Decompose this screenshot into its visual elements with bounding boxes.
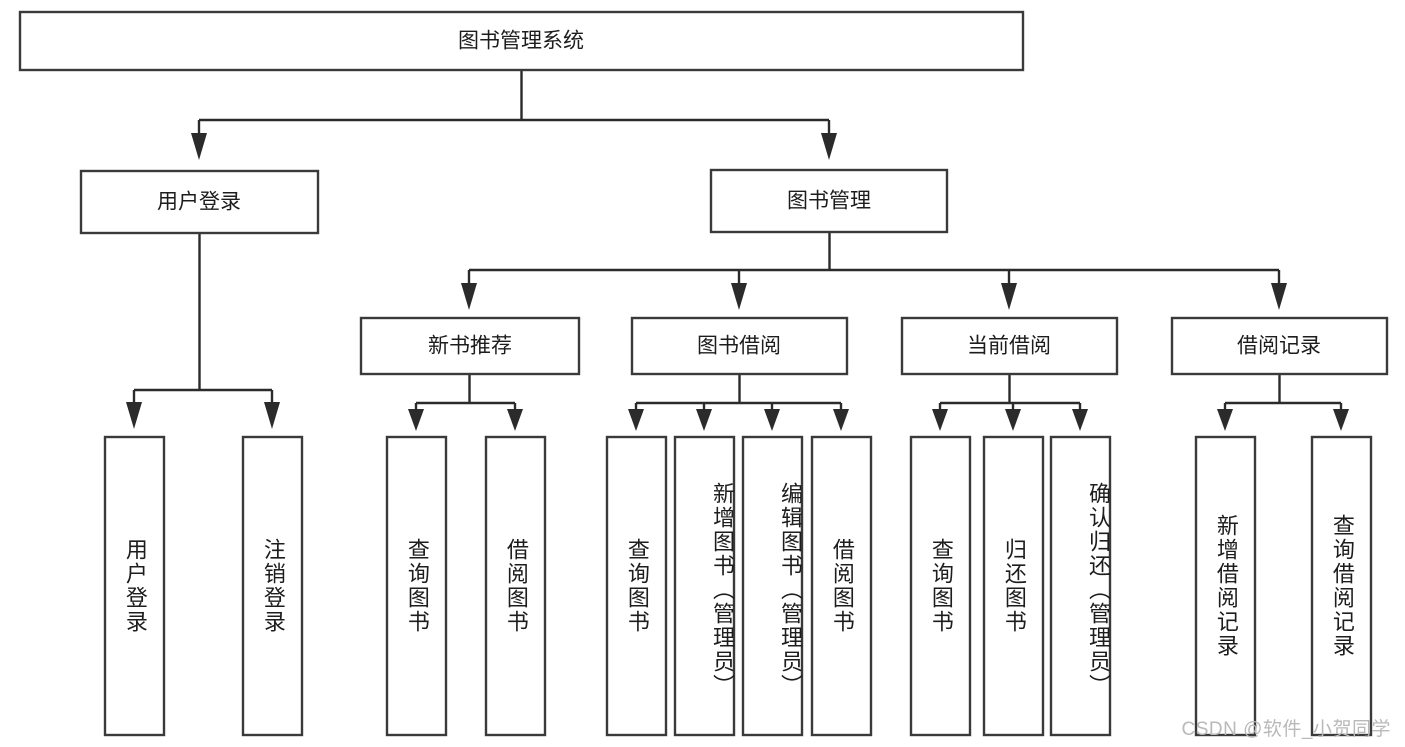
- connector-group-book-manage: [461, 232, 1287, 310]
- arrow-head-book-manage: [821, 133, 837, 160]
- arrow-head-book-borrow: [731, 283, 747, 310]
- node-leaf-borrow-book-2[interactable]: [810, 435, 873, 737]
- arrow-head-leaf-return-book: [1005, 409, 1021, 431]
- node-leaf-edit-book[interactable]: [741, 435, 804, 737]
- label-new-book-rec: 新书推荐: [428, 335, 512, 358]
- arrow-head-leaf-user-logout: [264, 402, 280, 429]
- arrow-head-leaf-query-record: [1333, 409, 1349, 431]
- node-leaf-query-book-3[interactable]: [909, 435, 972, 737]
- connector-group-book-borrow: [628, 374, 849, 431]
- arrow-head-leaf-edit-book: [764, 409, 780, 431]
- node-root[interactable]: [18, 10, 1025, 72]
- node-user-login[interactable]: [79, 169, 320, 235]
- connector-group-current-borrow: [932, 374, 1088, 431]
- arrow-head-leaf-add-record: [1217, 409, 1233, 431]
- connector-group-user-login: [126, 233, 280, 429]
- arrow-head-leaf-query-book-1: [408, 409, 424, 431]
- node-leaf-query-book-2[interactable]: [605, 435, 668, 737]
- label-book-manage: 图书管理: [787, 190, 871, 213]
- arrow-head-leaf-add-book: [696, 409, 712, 431]
- node-book-borrow[interactable]: [630, 316, 849, 376]
- csdn-watermark: CSDN @软件_小贺同学: [1181, 719, 1391, 740]
- label-root: 图书管理系统: [458, 30, 584, 53]
- arrow-head-user-login: [191, 133, 207, 160]
- node-new-book-rec[interactable]: [359, 316, 581, 376]
- label-book-borrow: 图书借阅: [697, 335, 781, 358]
- arrow-head-leaf-user-login: [126, 402, 142, 429]
- node-leaf-borrow-book-1[interactable]: [484, 435, 547, 737]
- arrow-head-current-borrow: [1001, 283, 1017, 310]
- node-leaf-user-logout[interactable]: [241, 435, 304, 737]
- connector-group-borrow-record: [1217, 374, 1349, 431]
- arrow-head-leaf-query-book-2: [628, 409, 644, 431]
- arrow-head-leaf-confirm-return: [1072, 409, 1088, 431]
- label-current-borrow: 当前借阅: [967, 335, 1051, 358]
- arrow-head-new-book-rec: [461, 283, 477, 310]
- node-book-manage[interactable]: [709, 168, 949, 234]
- arrow-head-borrow-record: [1271, 283, 1287, 310]
- node-leaf-user-login[interactable]: [103, 435, 166, 737]
- node-leaf-add-record[interactable]: [1194, 435, 1257, 737]
- node-borrow-record[interactable]: [1170, 316, 1389, 376]
- arrow-head-leaf-borrow-book-1: [507, 409, 523, 431]
- label-user-login: 用户登录: [157, 191, 241, 214]
- node-leaf-add-book[interactable]: [673, 435, 736, 737]
- label-borrow-record: 借阅记录: [1237, 335, 1321, 358]
- arrow-head-leaf-borrow-book-2: [833, 409, 849, 431]
- node-leaf-query-record[interactable]: [1310, 435, 1373, 737]
- connector-group-root: [191, 70, 837, 160]
- node-current-borrow[interactable]: [900, 316, 1119, 376]
- node-leaf-query-book-1[interactable]: [385, 435, 448, 737]
- arrow-head-leaf-query-book-3: [932, 409, 948, 431]
- node-leaf-return-book[interactable]: [982, 435, 1045, 737]
- connector-group-new-book-rec: [408, 374, 523, 431]
- node-leaf-confirm-return[interactable]: [1049, 435, 1112, 737]
